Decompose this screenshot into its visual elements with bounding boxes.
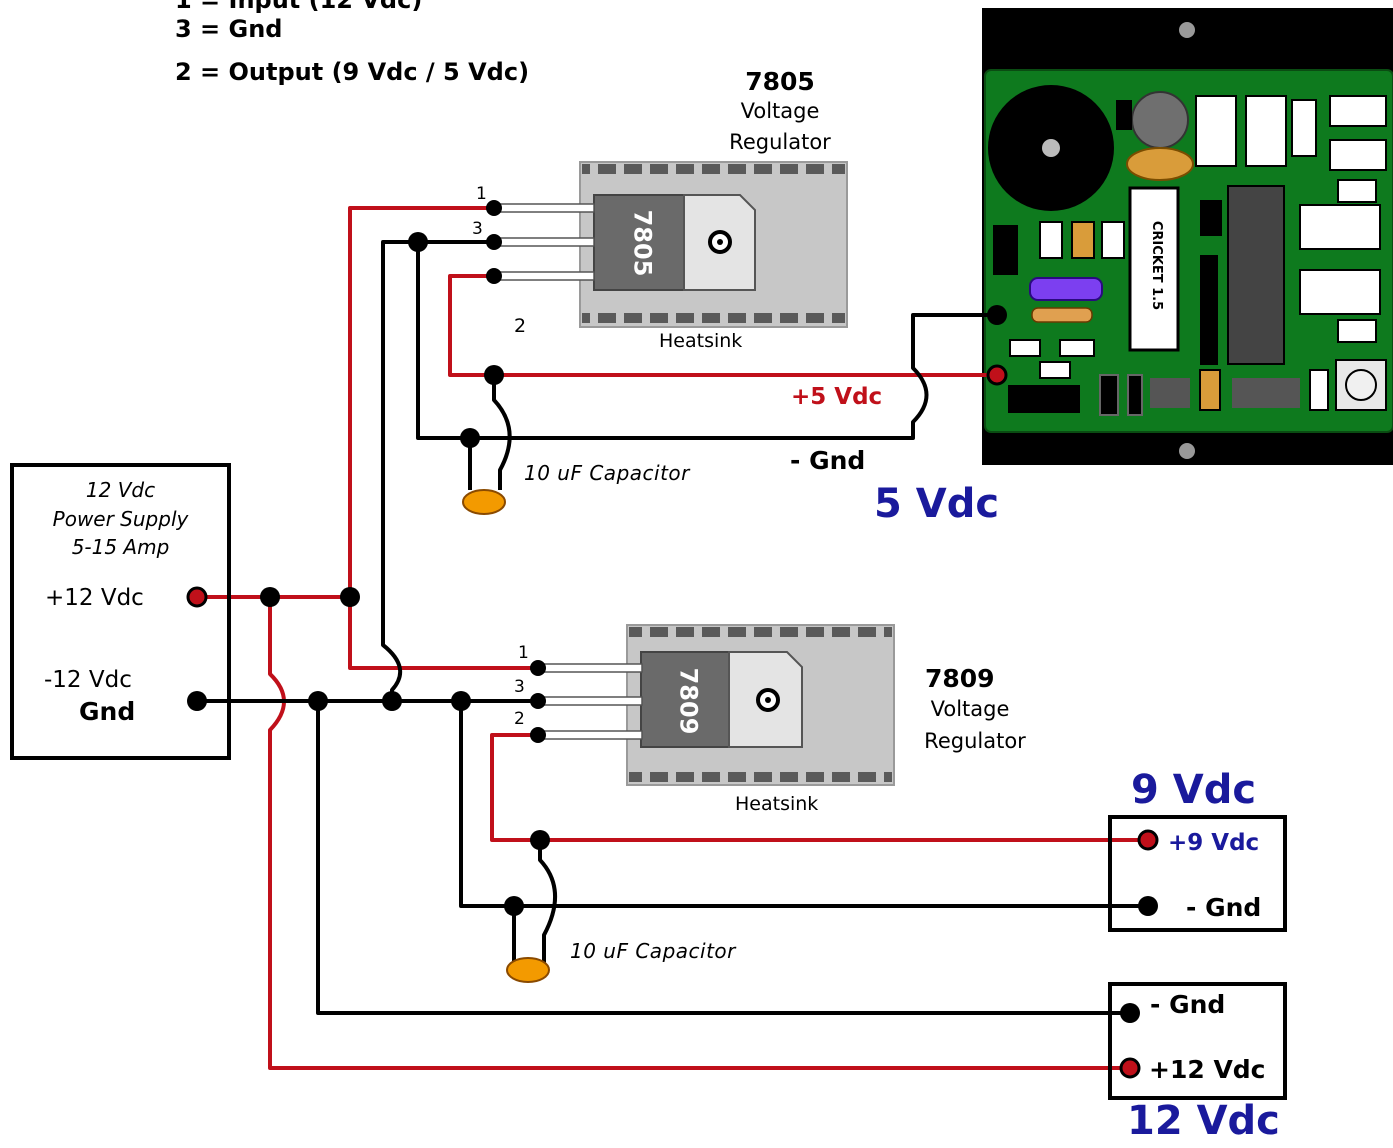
plus-5v-label: +5 Vdc <box>791 384 883 410</box>
reg9-heatsink-label: Heatsink <box>735 793 819 815</box>
capacitor-7809 <box>506 957 550 983</box>
output-9v-title: 9 Vdc <box>1131 767 1257 813</box>
pinout-gnd: 3 = Gnd <box>175 15 283 43</box>
ground-wires <box>197 240 1148 1015</box>
pinout-output: 2 = Output (9 Vdc / 5 Vdc) <box>175 58 530 86</box>
reg5-label-voltage: Voltage <box>740 99 820 123</box>
output-12v-gnd-label: - Gnd <box>1150 990 1226 1019</box>
microcontroller-chip <box>1128 186 1180 352</box>
supply-gnd-label: Gnd <box>79 697 136 726</box>
capacitor-7805 <box>462 489 506 515</box>
reg9-pin2-label: 2 <box>514 709 525 729</box>
supply-line2: Power Supply <box>52 507 189 531</box>
output-12v-title: 12 Vdc <box>1127 1098 1280 1144</box>
reg5-pin2-label: 2 <box>514 315 527 337</box>
positive-terminals <box>186 364 1159 1079</box>
reg5-capacitor-label: 10 uF Capacitor <box>524 461 690 485</box>
pin1-lead-7809 <box>537 663 643 673</box>
reg5-label-regulator: Regulator <box>729 130 831 154</box>
reg9-label-voltage: Voltage <box>930 697 1010 721</box>
reg5-part-number: 7805 <box>745 67 815 96</box>
supply-plus-label: +12 Vdc <box>45 585 144 611</box>
reg5-chip-text: 7805 <box>628 209 657 277</box>
reg9-chip-text: 7809 <box>674 667 703 735</box>
reg9-pin3-label: 3 <box>514 677 525 697</box>
board-chip-label: CRICKET 1.5 <box>1149 220 1165 311</box>
output-12v-box <box>1108 982 1287 1100</box>
pin3-lead-7805 <box>493 237 595 247</box>
pin2-lead-7805 <box>493 271 595 281</box>
supply-minus-label: -12 Vdc <box>44 667 132 693</box>
output-9v-plus-label: +9 Vdc <box>1168 830 1260 856</box>
output-9v-box <box>1108 815 1287 932</box>
board-push-button <box>1335 359 1387 411</box>
pin1-lead-7805 <box>493 203 595 213</box>
gnd-5v-label: - Gnd <box>790 446 866 475</box>
regulator-7805 <box>493 161 848 328</box>
reg5-pin3-label: 3 <box>472 219 483 239</box>
pinout-input: 1 = Input (12 Vdc) <box>175 0 423 14</box>
ic-body-7805 <box>593 194 685 291</box>
reg9-part-number: 7809 <box>925 664 995 693</box>
regulator-7809 <box>537 624 895 786</box>
junction-dots <box>187 200 1158 1023</box>
pin2-lead-7809 <box>537 730 643 740</box>
output-12v-plus-label: +12 Vdc <box>1149 1055 1266 1084</box>
pin3-lead-7809 <box>537 696 643 706</box>
output-9v-gnd-label: - Gnd <box>1186 893 1262 922</box>
reg5-heatsink-label: Heatsink <box>659 330 743 352</box>
supply-line3: 5-15 Amp <box>71 535 170 559</box>
power-supply-box <box>10 463 231 760</box>
supply-line1: 12 Vdc <box>85 478 156 502</box>
reg9-capacitor-label: 10 uF Capacitor <box>570 939 736 963</box>
reg5-pin1-label: 1 <box>476 184 487 204</box>
reg9-pin1-label: 1 <box>518 643 529 663</box>
positive-wires <box>197 206 1148 1070</box>
output-5v-title: 5 Vdc <box>874 481 1000 527</box>
cricket-circuit-board <box>982 8 1393 465</box>
reg9-label-regulator: Regulator <box>924 729 1026 753</box>
